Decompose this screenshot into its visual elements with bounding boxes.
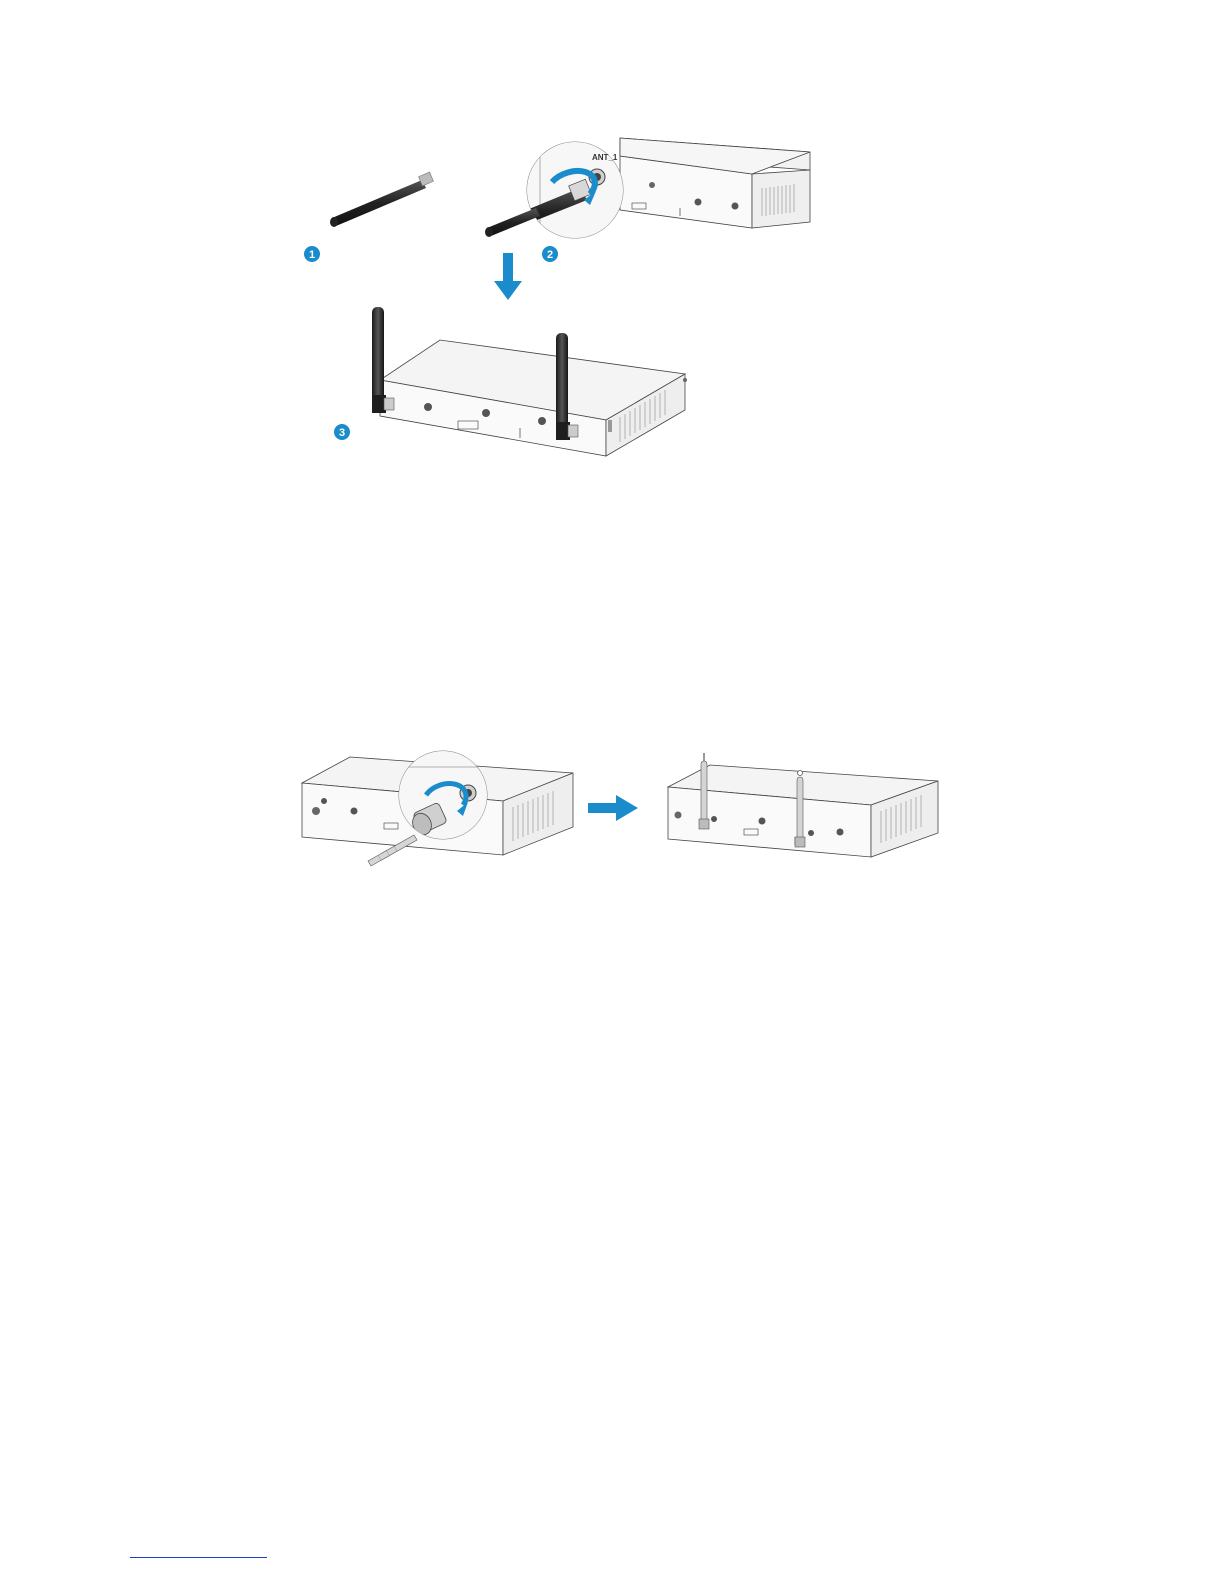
- step-1-badge: 1: [304, 246, 320, 262]
- svg-text:2: 2: [547, 249, 553, 261]
- router-device-step3: [380, 340, 687, 456]
- svg-text:3: 3: [339, 427, 345, 439]
- right-arrow-icon: [588, 795, 638, 821]
- antenna-port-label: ANT_1: [592, 153, 618, 162]
- router-device-step2: [620, 138, 810, 228]
- footer-rule: [130, 1557, 267, 1558]
- antenna-installation-figure-1: ANT_1 1 2 3: [290, 130, 850, 470]
- svg-text:1: 1: [309, 249, 315, 261]
- step-2-badge: 2: [542, 246, 558, 262]
- down-arrow-icon: [494, 253, 522, 300]
- zoom-circle: [398, 751, 488, 839]
- loose-antenna-icon: [330, 172, 433, 227]
- antenna-installation-figure-2: [298, 745, 958, 875]
- step-3-badge: 3: [334, 424, 350, 440]
